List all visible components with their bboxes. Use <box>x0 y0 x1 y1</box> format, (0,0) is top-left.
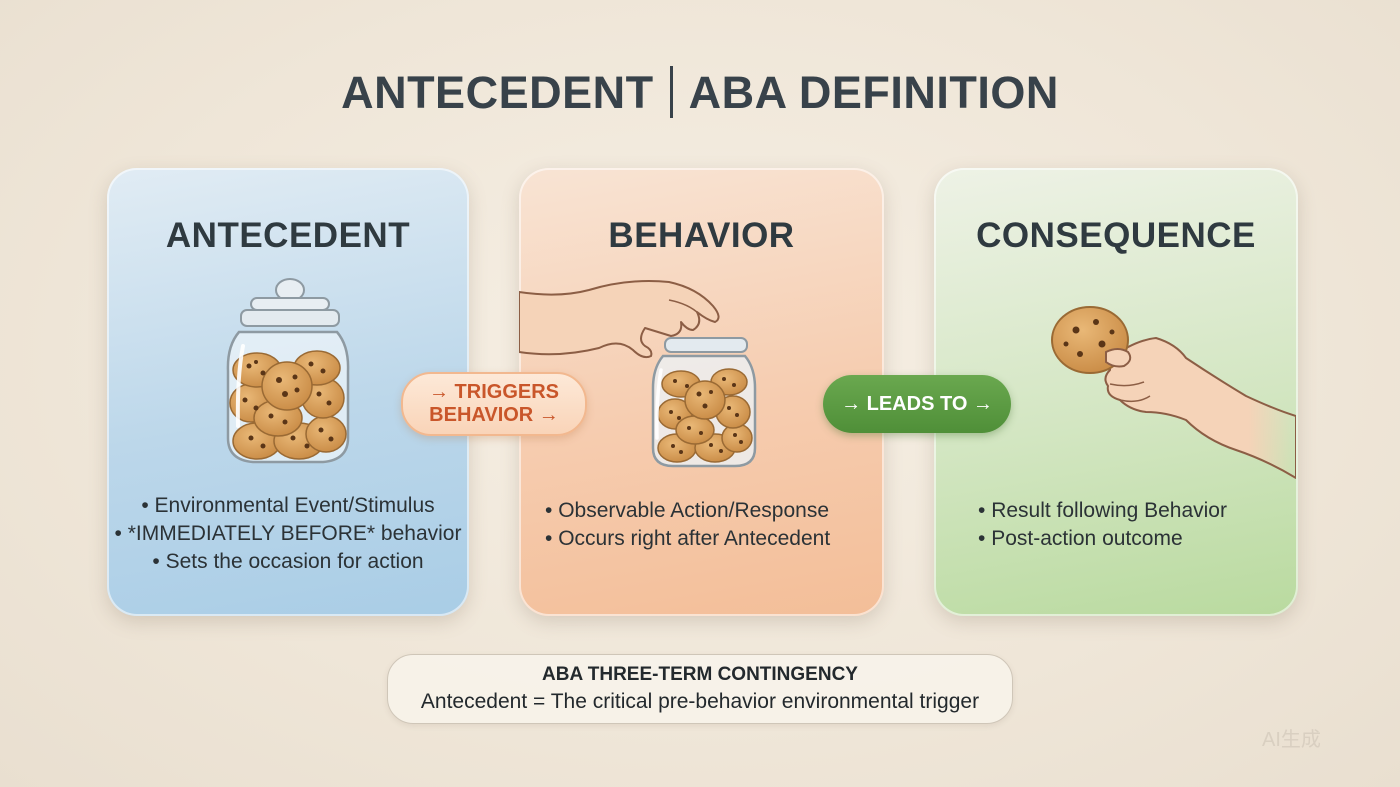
consequence-bullets: Result following Behavior Post-action ou… <box>978 497 1227 553</box>
leads-to-connector: → LEADS TO → <box>823 375 1011 433</box>
triggers-behavior-connector: → TRIGGERS BEHAVIOR → <box>401 372 587 436</box>
watermark: AI生成 <box>1262 729 1321 751</box>
page-title: ANTECEDENT ABA DEFINITION <box>0 66 1400 119</box>
behavior-card-title: BEHAVIOR <box>608 216 795 255</box>
triggers-line-2: BEHAVIOR → <box>429 404 559 426</box>
antecedent-bullet-1: Environmental Event/Stimulus <box>107 492 469 520</box>
behavior-bullet-2: Occurs right after Antecedent <box>545 525 830 553</box>
consequence-card-title: CONSEQUENCE <box>976 216 1256 255</box>
antecedent-card-title: ANTECEDENT <box>165 216 411 255</box>
hand-holding-cookie-icon <box>1051 306 1296 479</box>
consequence-bullet-1: Result following Behavior <box>978 497 1227 525</box>
behavior-bullets: Observable Action/Response Occurs right … <box>545 497 830 553</box>
hand-reaching-jar-icon <box>519 280 757 468</box>
consequence-card: CONSEQUENCE Result following Behavior <box>934 168 1298 616</box>
footer-heading: ABA THREE-TERM CONTINGENCY <box>542 664 858 685</box>
title-left: ANTECEDENT <box>341 67 654 118</box>
cookie-jar-icon <box>226 278 350 464</box>
triggers-line-1: → TRIGGERS <box>428 381 559 403</box>
antecedent-bullet-2: *IMMEDIATELY BEFORE* behavior <box>107 520 469 548</box>
antecedent-bullet-3: Sets the occasion for action <box>107 548 469 576</box>
antecedent-bullets: Environmental Event/Stimulus *IMMEDIATEL… <box>107 492 469 576</box>
contingency-footer: ABA THREE-TERM CONTINGENCY Antecedent = … <box>387 654 1013 724</box>
title-right: ABA DEFINITION <box>688 67 1059 118</box>
behavior-card: BEHAVIOR <box>519 168 884 616</box>
behavior-bullet-1: Observable Action/Response <box>545 497 830 525</box>
footer-text: Antecedent = The critical pre-behavior e… <box>420 690 980 713</box>
consequence-bullet-2: Post-action outcome <box>978 525 1227 553</box>
title-separator <box>669 66 673 118</box>
